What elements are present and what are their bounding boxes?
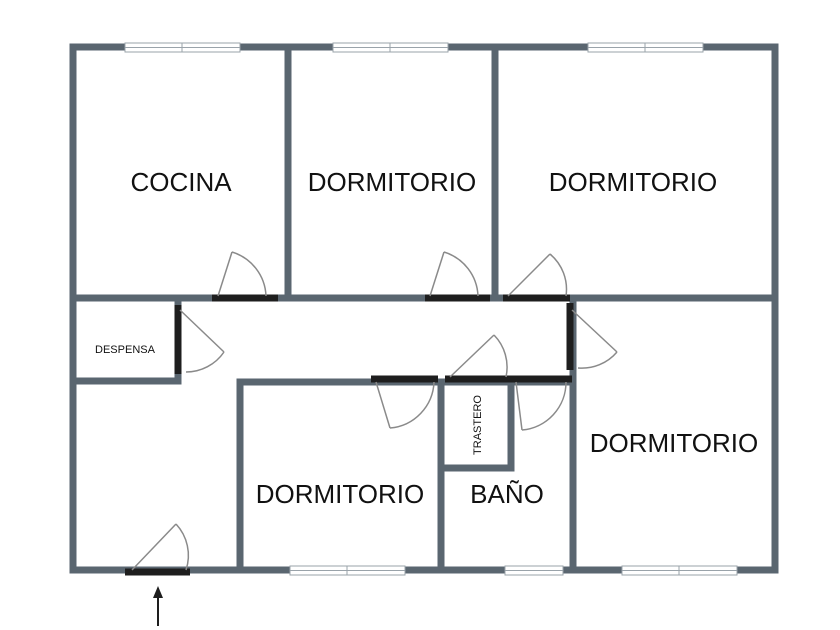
room-label-trastero: TRASTERO <box>472 395 484 455</box>
door-swings <box>131 251 618 571</box>
door-bedroom-4 <box>571 309 618 369</box>
door-entrance <box>131 523 190 571</box>
entrance-arrow-icon <box>153 586 163 626</box>
windows <box>124 42 738 576</box>
door-storage <box>515 381 567 431</box>
window-bedroom-3 <box>289 565 406 576</box>
room-labels: COCINA DORMITORIO DORMITORIO DESPENSA TR… <box>95 167 758 509</box>
room-label-dormitorio-1: DORMITORIO <box>308 167 477 197</box>
window-bedroom-2 <box>587 42 704 53</box>
door-kitchen <box>217 251 267 297</box>
window-bedroom-4 <box>621 565 738 576</box>
window-bedroom-1 <box>332 42 449 53</box>
door-frames <box>125 294 574 576</box>
door-bedroom-2 <box>507 253 568 297</box>
room-label-despensa: DESPENSA <box>95 344 156 356</box>
room-label-dormitorio-2: DORMITORIO <box>549 167 718 197</box>
door-bedroom-3 <box>375 381 435 429</box>
window-bathroom <box>504 565 564 576</box>
room-label-bano: BAÑO <box>470 479 544 509</box>
room-label-dormitorio-3: DORMITORIO <box>256 479 425 509</box>
room-label-cocina: COCINA <box>130 167 232 197</box>
door-pantry <box>179 309 225 373</box>
door-bathroom <box>449 334 508 378</box>
door-bedroom-1 <box>429 251 479 297</box>
room-label-dormitorio-4: DORMITORIO <box>590 428 759 458</box>
window-kitchen <box>124 42 241 53</box>
